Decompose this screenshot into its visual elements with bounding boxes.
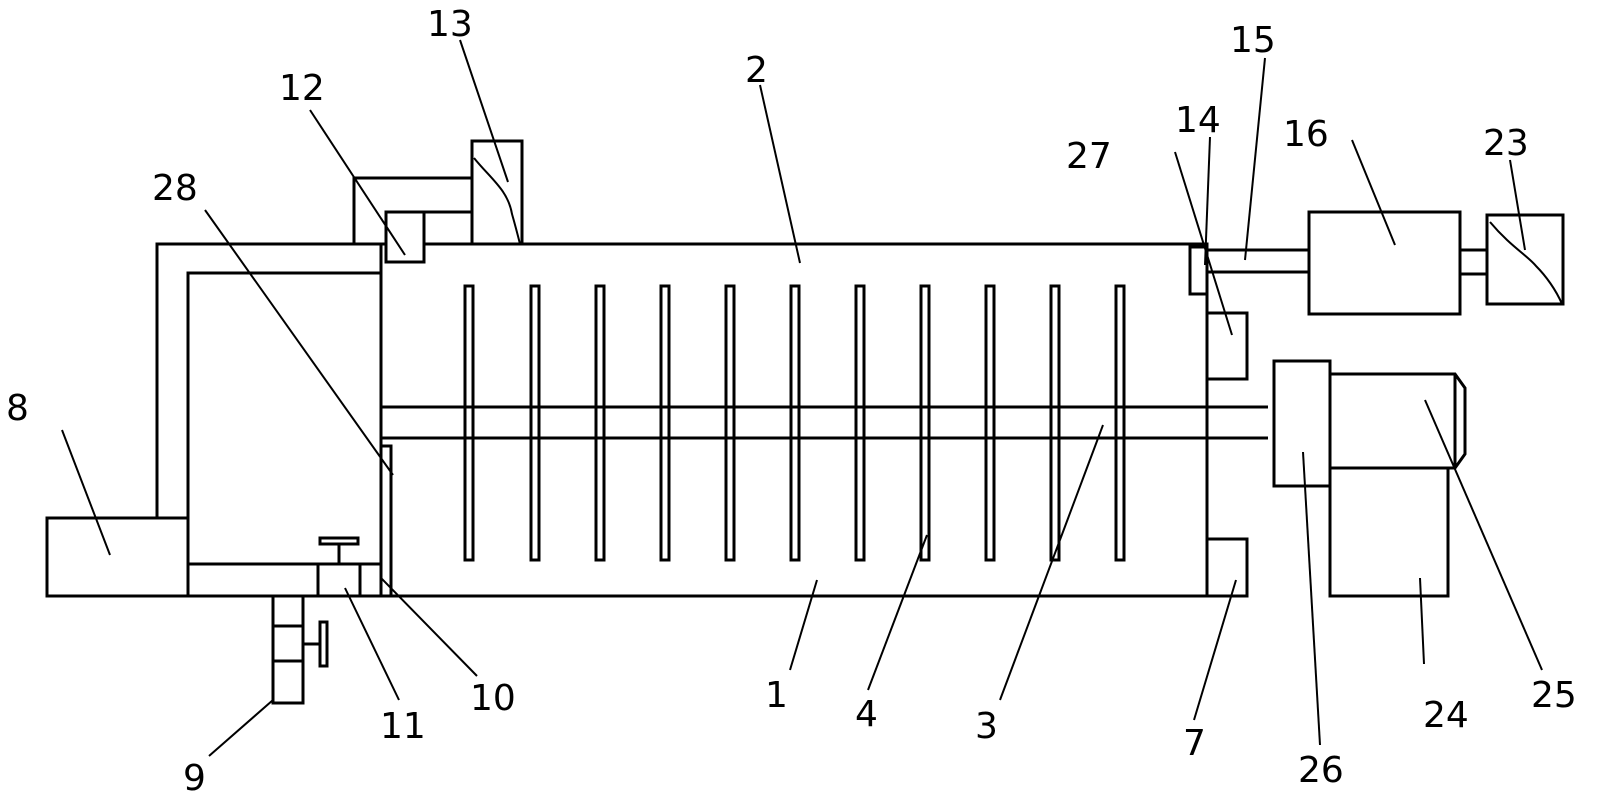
motor-16 bbox=[1307, 210, 1462, 316]
label-13: 13 bbox=[427, 4, 473, 45]
hopper-13-curve bbox=[473, 157, 521, 245]
coupling-26 bbox=[1272, 359, 1332, 488]
label-26: 26 bbox=[1298, 750, 1344, 791]
motor-25 bbox=[1328, 372, 1467, 470]
label-3: 3 bbox=[975, 706, 998, 747]
discs-4 bbox=[463, 284, 1126, 562]
drain-valve-9 bbox=[271, 596, 329, 705]
shaft-3 bbox=[381, 405, 1268, 440]
label-14: 14 bbox=[1175, 100, 1221, 141]
bracket-27 bbox=[1205, 311, 1249, 381]
label-16: 16 bbox=[1283, 114, 1329, 155]
label-28: 28 bbox=[152, 168, 198, 209]
left-pipe-frame bbox=[155, 242, 381, 566]
label-12: 12 bbox=[279, 68, 325, 109]
label-2: 2 bbox=[745, 50, 768, 91]
main-housing bbox=[379, 242, 1209, 598]
bracket-7 bbox=[1205, 537, 1249, 598]
label-8: 8 bbox=[6, 388, 29, 429]
gearbox-23 bbox=[1485, 213, 1565, 306]
block-10 bbox=[358, 562, 383, 598]
label-4: 4 bbox=[855, 694, 878, 735]
filter-strip-28 bbox=[379, 444, 393, 598]
label-23: 23 bbox=[1483, 123, 1529, 164]
valve-11 bbox=[316, 536, 362, 598]
gearbox-23-curve bbox=[1489, 221, 1563, 305]
base-24 bbox=[1328, 466, 1450, 598]
label-7: 7 bbox=[1183, 723, 1206, 764]
label-11: 11 bbox=[380, 706, 426, 747]
label-24: 24 bbox=[1423, 695, 1469, 736]
leader-lines bbox=[61, 39, 1543, 757]
tank-8 bbox=[45, 516, 190, 598]
label-27: 27 bbox=[1066, 136, 1112, 177]
label-9: 9 bbox=[183, 758, 206, 799]
label-1: 1 bbox=[765, 675, 788, 716]
label-25: 25 bbox=[1531, 675, 1577, 716]
drive-15 bbox=[1207, 248, 1309, 274]
label-15: 15 bbox=[1230, 20, 1276, 61]
coupling-16-23 bbox=[1460, 248, 1487, 276]
label-10: 10 bbox=[470, 678, 516, 719]
hopper-13 bbox=[470, 139, 524, 246]
